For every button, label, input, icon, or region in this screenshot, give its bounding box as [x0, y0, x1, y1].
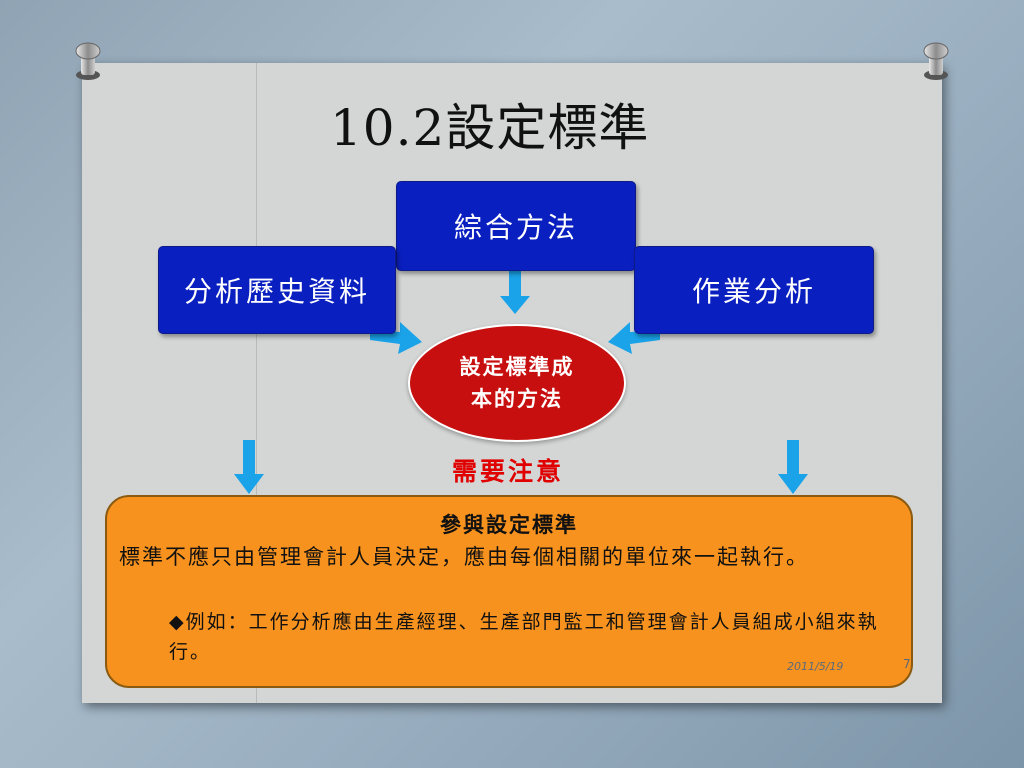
box-integrated-method: 綜合方法 [396, 181, 636, 271]
center-line-1: 設定標準成 [459, 355, 575, 379]
diamond-bullet-icon: ◆ [169, 611, 186, 633]
panel-bullet: ◆例如：工作分析應由生產經理、生產部門監工和管理會計人員組成小組來執行。 [169, 607, 909, 667]
panel-paragraph: 標準不應只由管理會計人員決定，應由每個相關的單位來一起執行。 [119, 545, 809, 569]
pushpin-icon [75, 42, 101, 80]
panel-title: 參與設定標準 [440, 513, 578, 537]
diagonal-arrow-icon [608, 322, 660, 354]
down-arrow-icon [234, 440, 264, 494]
page-number: 7 [903, 657, 911, 671]
box-historical-analysis: 分析歷史資料 [158, 246, 396, 334]
down-arrow-icon [500, 270, 530, 314]
pushpin-icon [923, 42, 949, 80]
center-ellipse: 設定標準成 本的方法 [408, 324, 626, 442]
box-operation-analysis: 作業分析 [634, 246, 874, 334]
diagonal-arrow-icon [370, 322, 422, 354]
slide-divider-line [256, 63, 257, 703]
down-arrow-icon [778, 440, 808, 494]
center-line-2: 本的方法 [471, 387, 563, 411]
footer-date: 2011/5/19 [787, 660, 844, 673]
slide-title: 10.2設定標準 [330, 99, 650, 157]
panel-bullet-text: 例如：工作分析應由生產經理、生產部門監工和管理會計人員組成小組來執行。 [169, 611, 879, 663]
info-panel: 參與設定標準 標準不應只由管理會計人員決定，應由每個相關的單位來一起執行。 ◆例… [105, 495, 913, 688]
attention-note: 需要注意 [452, 457, 565, 486]
